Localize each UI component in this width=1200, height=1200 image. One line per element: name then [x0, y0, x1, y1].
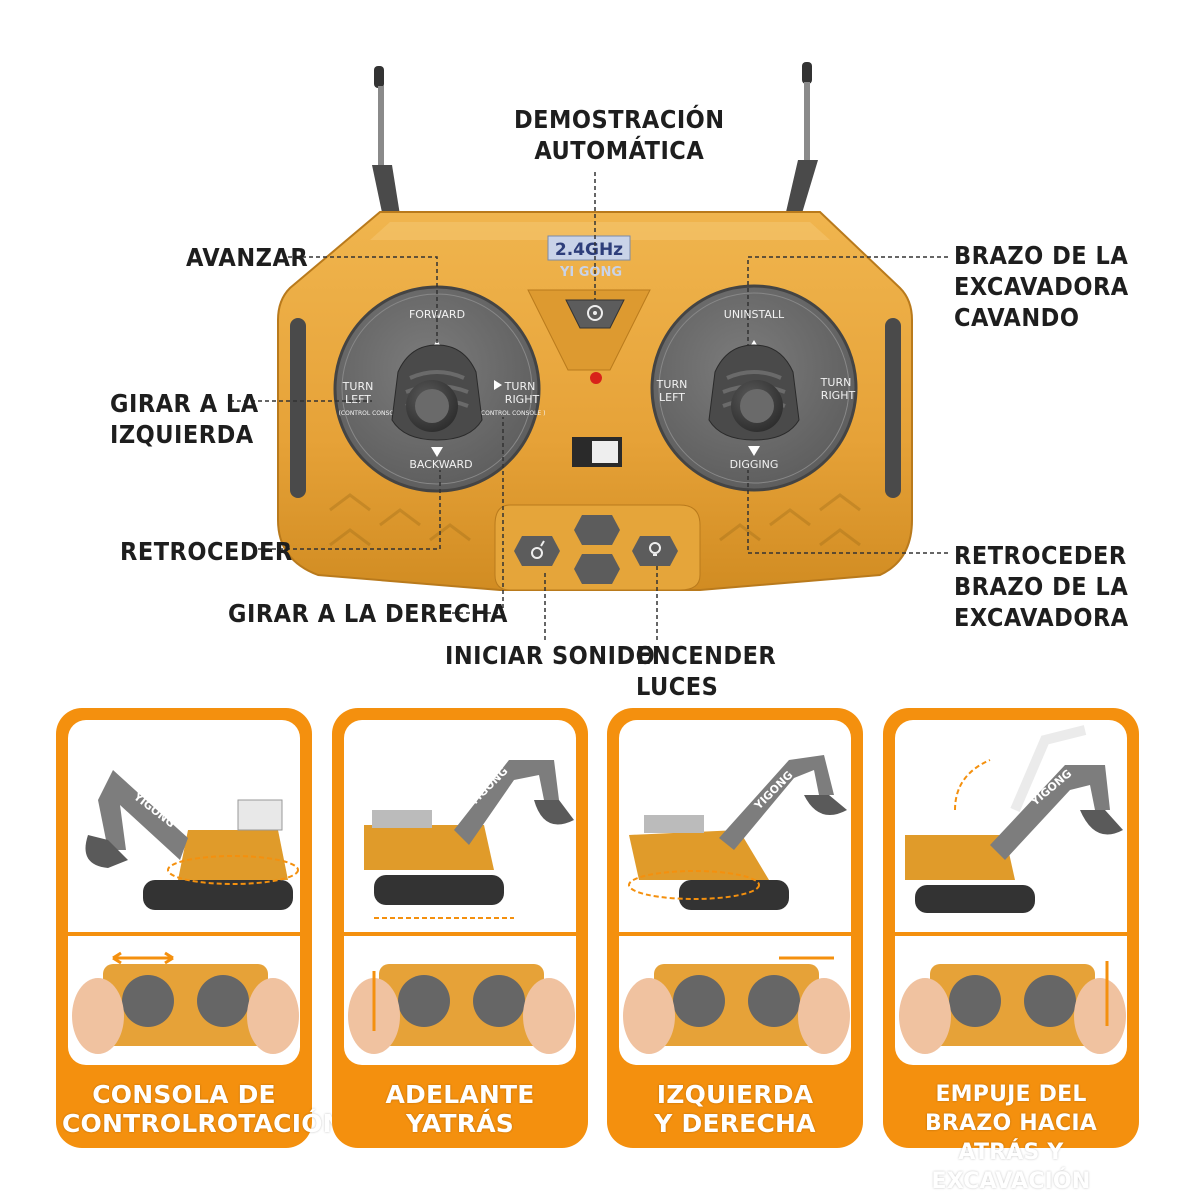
- panel-caption: ADELANTE YATRÁS: [385, 1080, 535, 1138]
- hands-remote-photo: [899, 961, 1126, 1054]
- hands-remote-photo: [348, 964, 575, 1054]
- right-turn-label-bottom: RIGHT: [505, 393, 540, 406]
- panel-rotation: YIGONG CONSOLA DE CONTROLROTACIÓN: [56, 708, 344, 1148]
- right-turn-label-top: TURN: [504, 380, 536, 393]
- uninstall-label: UNINSTALL: [724, 308, 785, 321]
- left-turn-sublabel: (CONTROL CONSOLE ): [339, 410, 406, 417]
- left-antenna: [372, 66, 400, 222]
- demo-button[interactable]: [565, 299, 625, 329]
- panel-caption: IZQUIERDA Y DERECHA: [654, 1080, 816, 1138]
- panel-caption: EMPUJE DEL BRAZO HACIA ATRÁS Y EXCAVACIÓ…: [924, 1082, 1098, 1194]
- hands-remote-photo: [623, 956, 850, 1054]
- demo-callout: DEMOSTRACIÓN AUTOMÁTICA: [514, 105, 725, 165]
- right-pad-right-top: TURN: [820, 376, 852, 389]
- lights-callout: ENCENDER LUCES: [636, 641, 777, 701]
- excavator-photo: YIGONG: [85, 770, 299, 910]
- sound-button[interactable]: [514, 536, 560, 566]
- arm-dig-callout: BRAZO DE LA EXCAVADORA CAVANDO: [954, 241, 1129, 332]
- turn-right-callout: GIRAR A LA DERECHA: [228, 599, 508, 628]
- panel-inner: YIGONG: [344, 720, 576, 1065]
- panel-forward-back: YIGONG ADELANTE YATRÁS: [332, 708, 588, 1148]
- power-led: [590, 372, 602, 384]
- left-turn-label-bottom: LEFT: [345, 393, 371, 406]
- left-turn-label-top: TURN: [342, 380, 374, 393]
- digging-label: DIGGING: [730, 458, 779, 471]
- lights-button[interactable]: [632, 536, 678, 566]
- right-pad-left-top: TURN: [656, 378, 688, 391]
- panel-caption: CONSOLA DE CONTROLROTACIÓN: [62, 1080, 344, 1138]
- right-joystick[interactable]: [708, 344, 800, 441]
- excavator-photo: YIGONG: [628, 755, 847, 910]
- hands-remote-photo: [72, 951, 299, 1054]
- backward-callout: RETROCEDER: [120, 537, 293, 566]
- sound-callout: INICIAR SONIDO: [445, 641, 656, 670]
- right-pad-right-bottom: RIGHT: [821, 389, 856, 402]
- excavator-photo: YIGONG: [905, 725, 1123, 913]
- forward-callout: AVANZAR: [186, 243, 309, 272]
- left-joystick[interactable]: [391, 344, 483, 441]
- panel-inner: YIGONG: [68, 720, 300, 1065]
- remote-controller: 2.4GHz YI GONG FORWARD TURN LEFT (CONTRO…: [230, 62, 948, 640]
- panel-left-right: YIGONG IZQUIERDA Y DERECHA: [607, 708, 863, 1148]
- leader-lines: [230, 172, 948, 640]
- panel-inner: YIGONG: [619, 720, 851, 1065]
- excavator-photo: YIGONG: [364, 760, 574, 919]
- arm-back-callout: RETROCEDER BRAZO DE LA EXCAVADORA: [954, 541, 1129, 632]
- panel-arm-dig: YIGONG EMPUJE DEL BRAZO HACIA ATRÁS Y EX…: [883, 708, 1139, 1194]
- frequency-label: 2.4GHz: [555, 240, 623, 260]
- panel-inner: YIGONG: [895, 720, 1127, 1065]
- brand-label: YI GONG: [559, 265, 622, 280]
- right-pad-left-bottom: LEFT: [659, 391, 685, 404]
- model-text: YIGONG: [751, 769, 795, 813]
- backward-label: BACKWARD: [409, 458, 472, 471]
- right-turn-sublabel: (CONTROL CONSOLE ): [479, 410, 546, 417]
- right-antenna: [786, 62, 818, 220]
- top-center-button[interactable]: [574, 515, 620, 545]
- turn-left-callout: GIRAR A LA IZQUIERDA: [110, 389, 259, 449]
- bottom-center-button[interactable]: [574, 554, 620, 584]
- power-switch[interactable]: [572, 437, 622, 467]
